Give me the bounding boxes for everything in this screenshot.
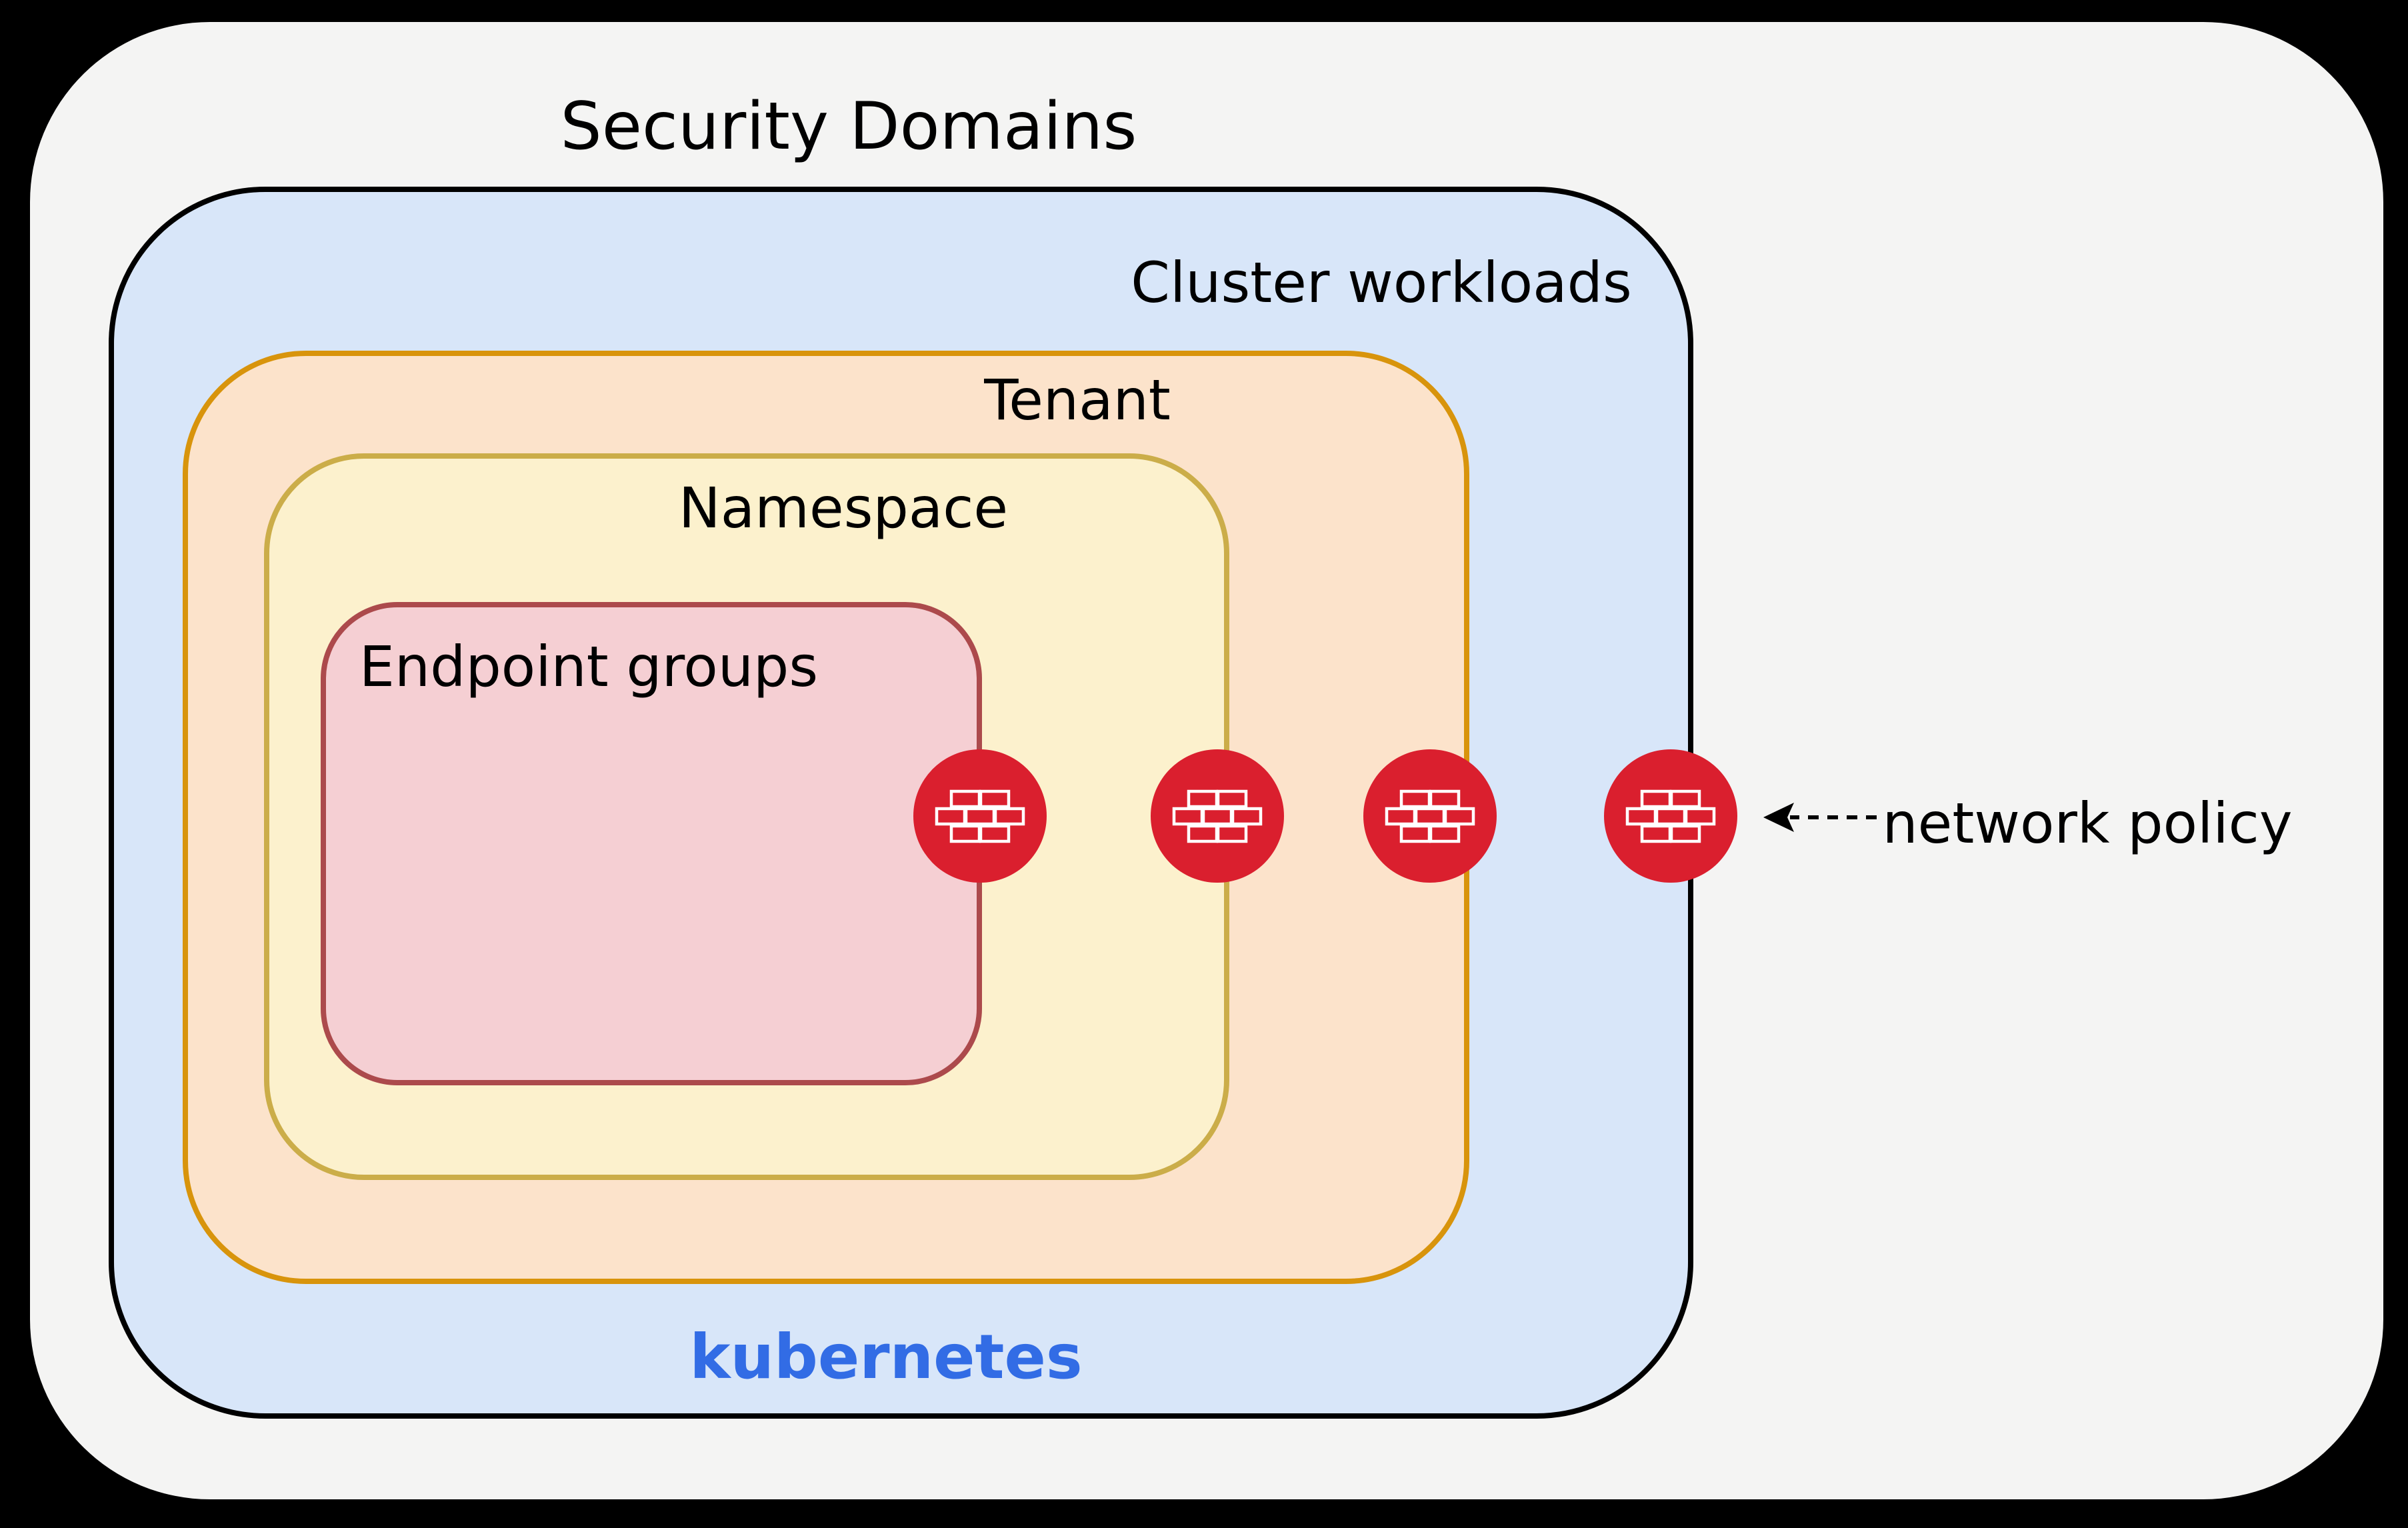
firewall-brick-icon — [1151, 749, 1284, 883]
firewall-brick-icon — [1604, 749, 1737, 883]
endpoint-groups-label: Endpoint groups — [359, 634, 819, 699]
diagram-title: Security Domains — [560, 89, 1137, 165]
tenant-label: Tenant — [984, 367, 1171, 433]
network-policy-arrow — [1763, 803, 1877, 832]
endpoint-groups-box — [321, 602, 982, 1085]
kubernetes-wordmark: kubernetes — [689, 1321, 1083, 1393]
network-policy-label: network policy — [1882, 791, 2293, 856]
cluster-workloads-label: Cluster workloads — [1131, 250, 1632, 315]
namespace-label: Namespace — [678, 475, 1009, 541]
firewall-brick-icon — [913, 749, 1047, 883]
firewall-brick-icon — [1363, 749, 1497, 883]
